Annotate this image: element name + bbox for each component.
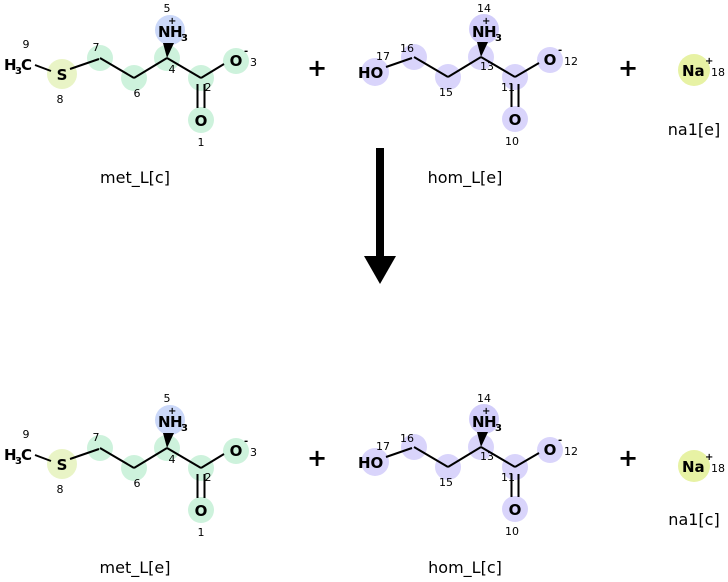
caption-na-bottom: na1[c] bbox=[668, 510, 720, 529]
reaction-arrow bbox=[364, 148, 396, 284]
na-molecule-bottom bbox=[678, 450, 725, 482]
plus-operator-bottom-1: + bbox=[306, 444, 328, 472]
na-molecule-top bbox=[678, 54, 725, 86]
caption-met-bottom: met_L[e] bbox=[99, 558, 171, 577]
plus-operator-top-1: + bbox=[306, 54, 328, 82]
met-molecule-top bbox=[3, 1, 258, 150]
caption-hom-bottom: hom_L[c] bbox=[428, 558, 502, 577]
arrow-head bbox=[364, 256, 396, 284]
arrow-shaft bbox=[376, 148, 384, 258]
met-molecule-bottom bbox=[3, 391, 258, 540]
hom-molecule-bottom bbox=[357, 391, 579, 539]
caption-met-top: met_L[c] bbox=[100, 168, 170, 187]
hom-structure-use-top bbox=[357, 1, 579, 149]
caption-na-top: na1[e] bbox=[667, 120, 721, 139]
hom-molecule-top bbox=[357, 1, 579, 149]
caption-hom-top: hom_L[e] bbox=[427, 168, 503, 187]
met-structure-use-top bbox=[3, 1, 258, 150]
na-structure-use-bottom bbox=[678, 450, 725, 482]
plus-operator-bottom-2: + bbox=[617, 444, 639, 472]
na-structure-use-top bbox=[678, 54, 725, 86]
hom-structure-use-bottom bbox=[357, 391, 579, 539]
plus-operator-top-2: + bbox=[617, 54, 639, 82]
met-structure-use-bottom bbox=[3, 391, 258, 540]
